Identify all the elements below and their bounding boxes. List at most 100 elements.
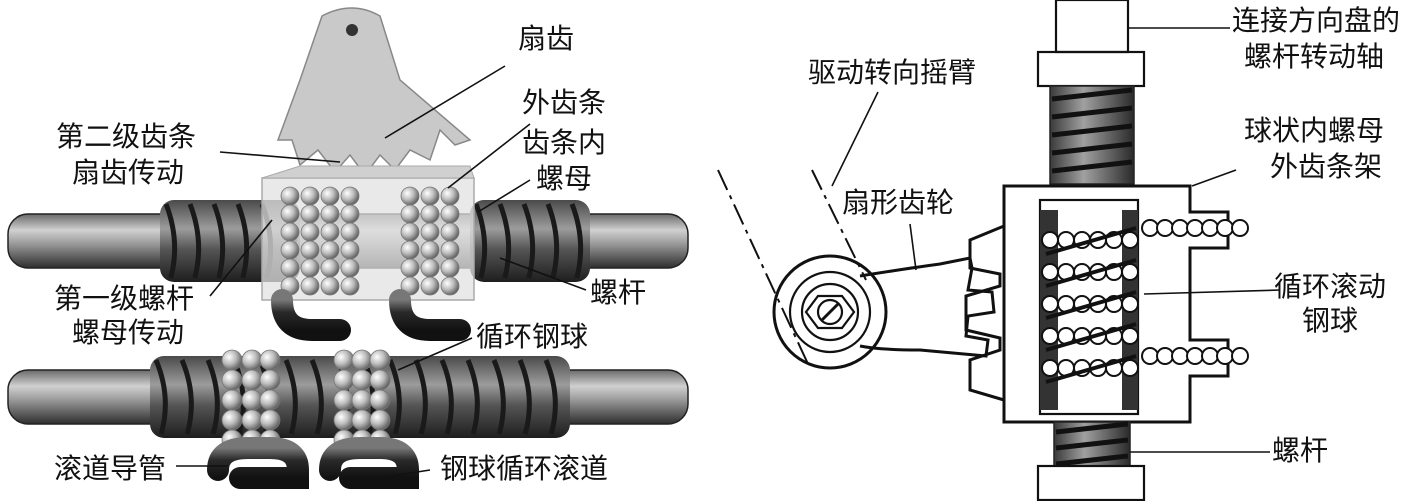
steel-ball xyxy=(280,204,300,224)
thread-line xyxy=(1055,453,1129,467)
steel-ball xyxy=(1216,219,1234,237)
upper-guide-tubes xyxy=(271,289,471,341)
steel-ball xyxy=(1121,295,1139,313)
steel-ball xyxy=(440,222,460,242)
steel-ball xyxy=(1041,327,1059,345)
thread-line xyxy=(497,203,512,279)
ball-nut-housing xyxy=(964,184,1249,424)
steel-ball xyxy=(400,240,420,260)
thread-line xyxy=(543,359,558,435)
thread-line xyxy=(517,359,532,435)
label-recirculating-balls: 循环钢球 xyxy=(476,320,588,353)
steel-ball xyxy=(320,222,340,242)
steel-ball xyxy=(1041,263,1059,281)
steel-ball xyxy=(320,276,340,296)
steel-ball xyxy=(300,186,320,206)
steel-ball xyxy=(400,204,420,224)
label-ball-return-channel: 钢球循环滚道 xyxy=(440,452,608,485)
steel-ball xyxy=(221,409,243,431)
steel-ball xyxy=(241,409,263,431)
steel-ball xyxy=(1231,347,1249,365)
label-sector-gear: 扇齿 xyxy=(518,22,574,55)
steel-ball xyxy=(333,409,355,431)
thread-line xyxy=(283,359,298,435)
sector-gear-3d xyxy=(276,7,472,177)
steel-ball xyxy=(241,369,263,391)
steel-ball xyxy=(340,240,360,260)
steel-ball xyxy=(1171,219,1189,237)
pivot-hole xyxy=(346,24,358,36)
thread-line xyxy=(163,203,178,279)
steel-ball xyxy=(241,349,263,371)
lower-guide-tubes xyxy=(207,437,419,489)
steel-ball xyxy=(221,389,243,411)
steel-ball xyxy=(221,369,243,391)
bottom-screw xyxy=(1036,421,1146,501)
steel-ball xyxy=(1141,347,1159,365)
steel-ball xyxy=(280,222,300,242)
label-ball-nut-1: 球状内螺母 xyxy=(1244,114,1384,147)
steel-ball xyxy=(420,240,440,260)
label-second-stage-2: 扇齿传动 xyxy=(72,156,184,189)
steel-ball xyxy=(340,276,360,296)
steel-ball xyxy=(280,240,300,260)
steel-ball xyxy=(1141,219,1159,237)
label-second-stage-1: 第二级齿条 xyxy=(56,120,196,153)
label-rack-nut-1: 齿条内 xyxy=(522,126,606,159)
thread-line xyxy=(1055,437,1129,451)
thread-line xyxy=(1045,354,1137,384)
steel-ball xyxy=(241,389,263,411)
steering-shaft xyxy=(1036,0,1146,185)
steel-ball xyxy=(1186,219,1204,237)
steel-ball xyxy=(333,349,355,371)
steel-ball xyxy=(400,186,420,206)
steel-ball xyxy=(340,204,360,224)
thread-line xyxy=(205,359,220,435)
label-screw-right: 螺杆 xyxy=(1272,434,1328,467)
thread-line xyxy=(187,203,202,279)
steel-ball xyxy=(1041,295,1059,313)
steel-ball xyxy=(1216,347,1234,365)
label-sector-gear-right: 扇形齿轮 xyxy=(842,186,954,219)
thread-line xyxy=(1045,322,1137,352)
steel-ball xyxy=(1156,347,1174,365)
label-screw-left: 螺杆 xyxy=(590,276,646,309)
steel-ball xyxy=(1121,263,1139,281)
steel-ball xyxy=(440,186,460,206)
left-illustration: 扇齿 外齿条 第二级齿条 扇齿传动 齿条内 螺母 第一级螺杆 螺母传动 螺杆 循… xyxy=(7,7,689,489)
label-first-stage-2: 螺母传动 xyxy=(72,316,184,349)
steel-ball xyxy=(351,369,373,391)
thread-line xyxy=(211,203,226,279)
steel-ball xyxy=(320,204,340,224)
thread-line xyxy=(1051,123,1133,138)
label-steering-shaft-2: 螺杆转动轴 xyxy=(1244,40,1384,73)
thread-line xyxy=(1051,159,1133,174)
label-guide-tube: 滚道导管 xyxy=(54,452,166,485)
steel-ball xyxy=(440,204,460,224)
steel-ball xyxy=(420,222,440,242)
thread-line xyxy=(1051,87,1133,102)
steel-ball xyxy=(420,186,440,206)
steel-ball xyxy=(320,240,340,260)
steel-ball xyxy=(1156,219,1174,237)
steel-ball xyxy=(300,204,320,224)
steel-ball xyxy=(280,186,300,206)
thread-line xyxy=(569,203,584,279)
steel-ball xyxy=(259,369,281,391)
rack-nut-block xyxy=(261,165,475,301)
steel-ball xyxy=(300,240,320,260)
steel-ball xyxy=(1121,327,1139,345)
thread-line xyxy=(545,203,560,279)
steel-ball xyxy=(369,409,391,431)
right-leader-lines xyxy=(831,27,1281,453)
steel-ball xyxy=(420,276,440,296)
label-outer-rack: 外齿条 xyxy=(522,86,606,119)
steel-ball xyxy=(1186,347,1204,365)
steel-ball xyxy=(1041,359,1059,377)
thread-line xyxy=(1051,141,1133,156)
steel-ball xyxy=(369,389,391,411)
steel-ball xyxy=(300,258,320,278)
steel-ball xyxy=(221,349,243,371)
steel-ball xyxy=(400,258,420,278)
